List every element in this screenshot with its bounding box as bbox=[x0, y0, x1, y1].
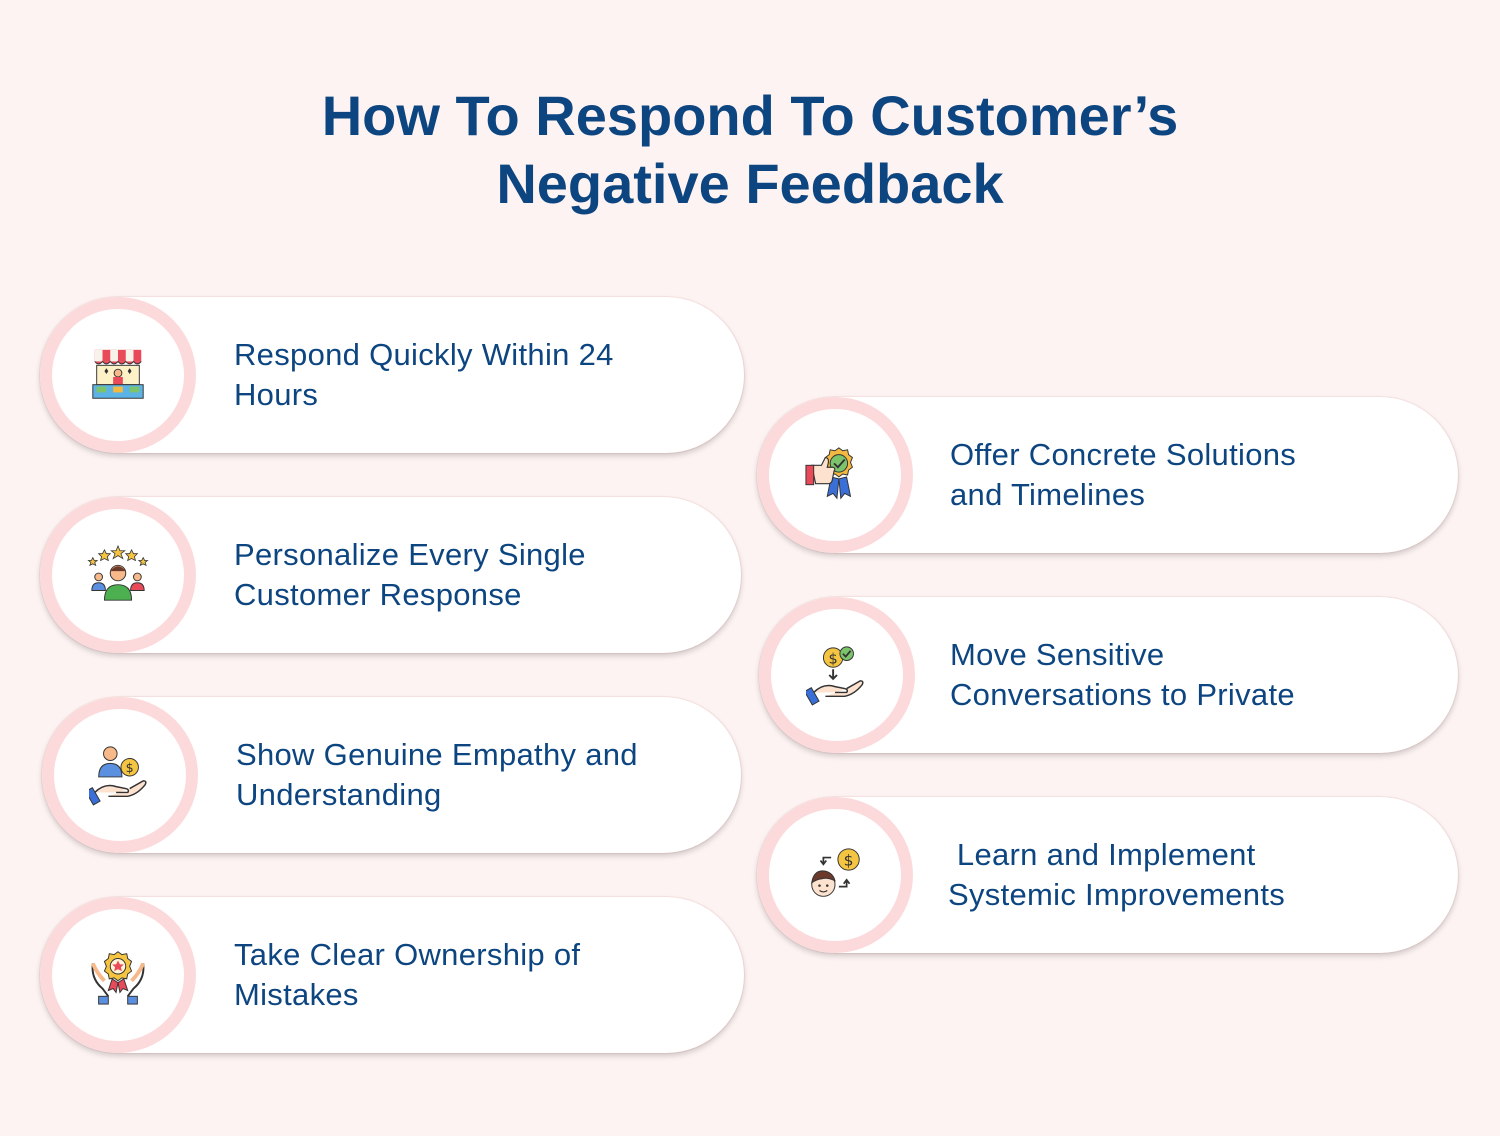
step-text-line-2: Customer Response bbox=[234, 577, 522, 612]
step-text-line-2: Hours bbox=[234, 377, 319, 412]
step-text-line-1: Show Genuine Empathy and bbox=[236, 737, 638, 772]
step-text-line-1: Personalize Every Single bbox=[234, 537, 586, 572]
step-text-line-2: and Timelines bbox=[950, 477, 1146, 512]
hands-award-badge-icon bbox=[91, 951, 145, 1005]
step-text-line-2: Understanding bbox=[236, 777, 442, 812]
step-text-line-1: Offer Concrete Solutions bbox=[950, 437, 1297, 472]
step-badge bbox=[40, 497, 196, 653]
step-text: Show Genuine Empathy and Understanding bbox=[236, 697, 726, 853]
person-coin-exchange-icon: $ bbox=[811, 848, 860, 897]
step-card-personalize: Personalize Every Single Customer Respon… bbox=[40, 497, 741, 653]
step-badge bbox=[757, 397, 913, 553]
page-title: How To Respond To Customer’s Negative Fe… bbox=[0, 82, 1500, 218]
step-text-line-1: Take Clear Ownership of bbox=[234, 937, 581, 972]
title-line-2: Negative Feedback bbox=[496, 152, 1004, 215]
step-text: Offer Concrete Solutions and Timelines bbox=[950, 397, 1440, 553]
step-card-ownership: Take Clear Ownership of Mistakes bbox=[40, 897, 744, 1053]
step-text: Respond Quickly Within 24 Hours bbox=[234, 297, 724, 453]
step-card-solutions: Offer Concrete Solutions and Timelines bbox=[757, 397, 1458, 553]
market-stall-icon bbox=[92, 349, 144, 399]
step-text: Take Clear Ownership of Mistakes bbox=[234, 897, 724, 1053]
step-text: Learn and Implement Systemic Improvement… bbox=[948, 797, 1438, 953]
step-badge bbox=[40, 897, 196, 1053]
step-badge: $ bbox=[759, 597, 915, 753]
step-text-line-1: Move Sensitive bbox=[950, 637, 1165, 672]
thumbs-up-badge-icon bbox=[805, 447, 854, 500]
svg-text:$: $ bbox=[829, 651, 838, 667]
step-text: Personalize Every Single Customer Respon… bbox=[234, 497, 724, 653]
title-line-1: How To Respond To Customer’s bbox=[321, 84, 1179, 147]
hand-coin-check-icon: $ bbox=[806, 646, 864, 706]
step-card-empathy: $ Show Genuine Empathy and Understanding bbox=[42, 697, 741, 853]
step-text-line-2: Conversations to Private bbox=[950, 677, 1295, 712]
step-text: Move Sensitive Conversations to Private bbox=[950, 597, 1440, 753]
step-badge: $ bbox=[757, 797, 913, 953]
step-text-line-2: Systemic Improvements bbox=[948, 877, 1286, 912]
step-text-line-2: Mistakes bbox=[234, 977, 359, 1012]
step-badge bbox=[40, 297, 196, 453]
customer-stars-icon bbox=[87, 544, 149, 601]
step-badge: $ bbox=[42, 697, 198, 853]
svg-text:$: $ bbox=[126, 760, 134, 775]
step-text-line-1: Respond Quickly Within 24 bbox=[234, 337, 614, 372]
step-card-private: $ Move Sensitive Conversations to Privat… bbox=[759, 597, 1458, 753]
step-card-improvements: $ Learn and Implement Systemic Improveme… bbox=[757, 797, 1458, 953]
hand-person-coin-icon: $ bbox=[89, 746, 147, 806]
step-text-line-1: Learn and Implement bbox=[948, 837, 1256, 872]
svg-text:$: $ bbox=[844, 851, 854, 869]
step-card-respond-quickly: Respond Quickly Within 24 Hours bbox=[40, 297, 744, 453]
